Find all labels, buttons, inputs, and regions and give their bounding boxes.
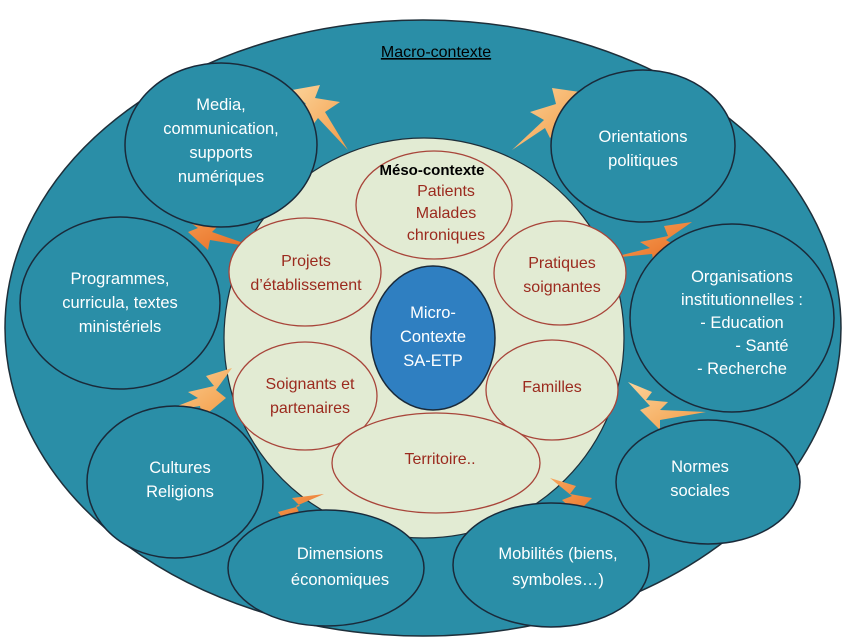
cultures-label-line: Religions [146,483,214,501]
media-label-line: communication, [163,120,279,138]
organisations-label-line: institutionnelles : [681,291,803,309]
projets-label: Projets d’établissement [250,253,362,294]
projets-label-line: d’établissement [250,277,362,294]
node-orientations [550,69,736,223]
meso-title: Méso-contexte [379,162,484,179]
micro-label-line: Micro- [410,304,456,322]
programmes-label-line: ministériels [79,318,162,336]
node-projets [228,217,382,327]
normes-label-line: sociales [670,482,730,500]
cultures-label-line: Cultures [149,459,210,477]
soignants-label: Soignants et partenaires [266,376,356,417]
territoire-label: Territoire.. [404,451,475,468]
media-label-line: supports [189,144,252,162]
soignants-label-line: Soignants et [266,376,356,393]
node-familles [485,339,619,441]
familles-label: Familles [522,379,582,396]
organisations-label-line: Organisations [691,268,793,286]
mobilites-label-line: Mobilités (biens, [498,545,617,563]
media-label-line: numériques [178,168,264,186]
node-pratiques [493,220,627,326]
bolt-icon [628,382,706,430]
orientations-label-line: Orientations [599,128,688,146]
normes-label-line: Normes [671,458,729,476]
programmes-label-line: Programmes, [70,270,169,288]
node-organisations [629,223,835,413]
bolt-icon [550,478,612,520]
bolt-icon [512,88,580,150]
programmes-label-line: curricula, textes [62,294,178,312]
dimensions-label-line: économiques [291,571,389,589]
organisations-label-line: - Education [700,314,783,332]
mobilites-label-line: symboles…) [512,571,604,589]
patients-label-line: Patients [417,183,475,200]
micro-label-line: SA-ETP [403,352,463,370]
meso-nodes [228,150,627,514]
territoire-label-line: Territoire.. [404,451,475,468]
pratiques-label-line: Pratiques [528,255,596,272]
dimensions-label: Dimensions économiques [291,545,389,589]
orientations-label-line: politiques [608,152,678,170]
patients-label-line: chroniques [407,227,485,244]
node-patients [355,150,513,260]
programmes-label: Programmes, curricula, textes ministériels [62,270,178,336]
bolt-icon [610,222,692,264]
node-media [124,62,318,228]
micro-label-line: Contexte [400,328,466,346]
macro-title: Macro-contexte [381,44,491,61]
node-dimensions [227,509,425,627]
familles-label-line: Familles [522,379,582,396]
outer-nodes [19,62,835,628]
node-cultures [86,405,264,559]
bolt-icon [292,85,348,150]
pratiques-label-line: soignantes [523,279,600,296]
organisations-label-line: - Recherche [697,360,787,378]
normes-label: Normes sociales [670,458,730,500]
organisations-label-line: - Santé [735,337,788,355]
node-programmes [19,216,221,390]
mobilites-label: Mobilités (biens, symboles…) [498,545,617,589]
patients-label-line: Malades [416,205,476,222]
orientations-label: Orientations politiques [599,128,688,170]
micro-context-circle [370,265,496,411]
media-label: Media, communication, supports numériques [163,96,279,186]
pratiques-label: Pratiques soignantes [523,255,600,296]
node-normes [615,419,801,545]
node-soignants [232,341,378,451]
projets-label-line: Projets [281,253,331,270]
dimensions-label-line: Dimensions [297,545,383,563]
node-mobilites [452,502,650,628]
organisations-label: Organisations institutionnelles : - Educat… [681,268,803,378]
media-label-line: Media, [196,96,246,114]
soignants-label-line: partenaires [270,400,350,417]
node-territoire [331,412,541,514]
